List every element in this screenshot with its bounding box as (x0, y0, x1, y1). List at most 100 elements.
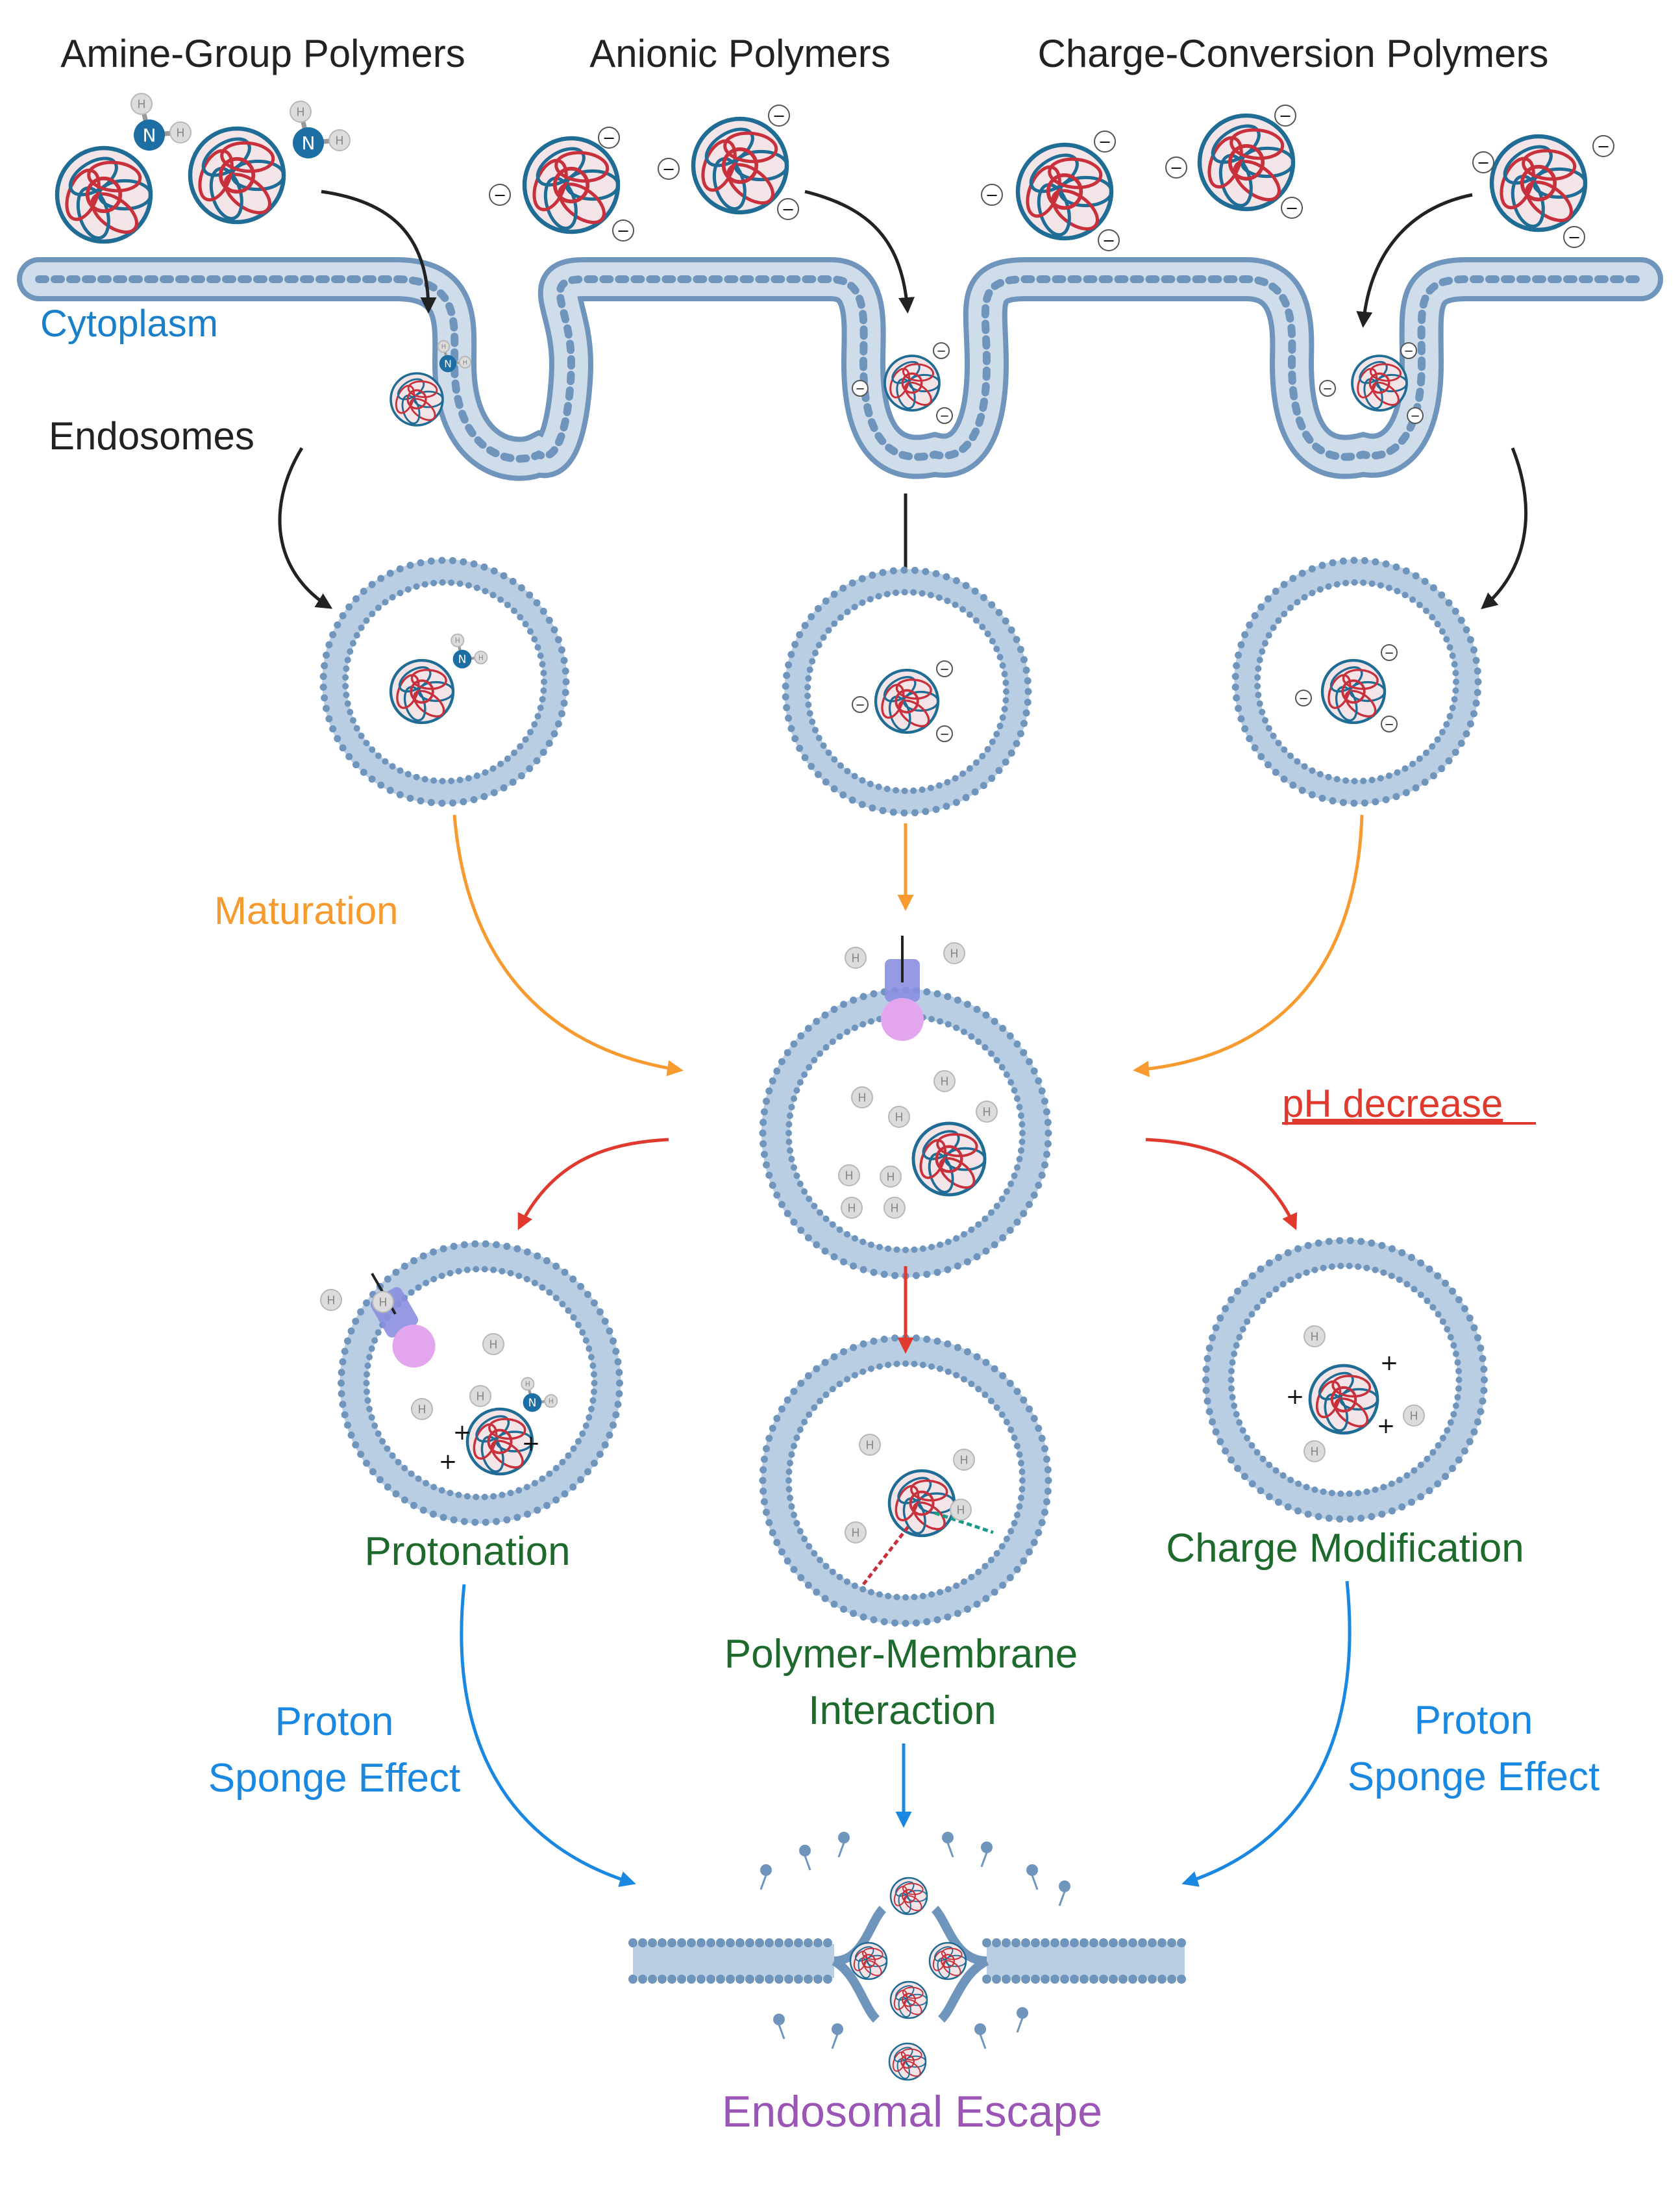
endosomal-escape-label: Endosomal Escape (722, 2087, 1102, 2136)
negative-charge: − (1381, 644, 1398, 661)
polymer-nanoparticle (55, 145, 153, 244)
polymer-nanoparticle (1197, 113, 1296, 212)
negative-charge: − (1319, 380, 1336, 397)
endosomes-label: Endosomes (49, 414, 254, 458)
free-lipid (773, 2014, 785, 2040)
free-lipid (980, 1842, 993, 1867)
negative-charge-glyph: − (1098, 133, 1111, 151)
title-anionic-polymers: Anionic Polymers (589, 32, 891, 75)
hydrogen-atom: H (328, 129, 351, 151)
polymer-chain (862, 1525, 910, 1586)
negative-charge: − (1281, 197, 1303, 219)
hydrogen-atom: H (411, 1398, 433, 1420)
polymer-nanoparticle (522, 136, 621, 234)
negative-charge: − (981, 184, 1003, 206)
polymer-nanoparticle (691, 116, 789, 215)
hydrogen-glyph: H (959, 1454, 968, 1467)
hydrogen-atom: H (888, 1106, 910, 1128)
polymer-nanoparticle (1489, 134, 1588, 232)
negative-charge-glyph: − (1322, 382, 1332, 395)
polymer-nanoparticle (911, 1121, 987, 1197)
hydrogen-atom: H (290, 101, 312, 123)
title-amine-group-polymers: Amine-Group Polymers (60, 32, 465, 75)
protonation-label: Protonation (364, 1529, 570, 1574)
polymer-chain (934, 1511, 994, 1534)
negative-charge-glyph: − (602, 129, 615, 147)
nitrogen-glyph: N (458, 653, 467, 666)
hydrogen-atom: H (451, 633, 465, 647)
proton-sponge-left-line2: Sponge Effect (208, 1756, 460, 1801)
polymer-nanoparticle (389, 372, 444, 427)
arrow-maturation-left (452, 814, 684, 1077)
negative-charge: − (1400, 342, 1417, 359)
hydrogen-glyph: H (137, 98, 145, 111)
hydrogen-glyph: H (441, 343, 446, 351)
hydrogen-glyph: H (1310, 1445, 1318, 1458)
amine-group: HHN (130, 93, 191, 151)
polymer-nanoparticle (1351, 355, 1408, 412)
hydrogen-atom: H (1303, 1440, 1326, 1462)
negative-charge-glyph: − (1285, 199, 1298, 218)
arrow-endosome-right (1481, 447, 1528, 610)
negative-charge-glyph: − (1410, 409, 1420, 423)
nitrogen-glyph: N (528, 1396, 537, 1409)
negative-charge-glyph: − (1298, 692, 1308, 705)
negative-charge: − (1295, 690, 1312, 706)
hydrogen-atom: H (845, 1521, 867, 1543)
hydrogen-atom: H (320, 1289, 342, 1311)
negative-charge-glyph: − (1384, 718, 1394, 731)
hydrogen-atom: H (130, 93, 153, 115)
hydrogen-glyph: H (327, 1294, 335, 1307)
negative-charge: − (1094, 131, 1116, 153)
hydrogen-atom: H (841, 1197, 863, 1219)
hydrogen-atom: H (1403, 1405, 1425, 1427)
negative-charge-glyph: − (1102, 232, 1115, 250)
maturation-label: Maturation (214, 889, 398, 932)
negative-charge: − (612, 219, 634, 242)
hydrogen-atom: H (474, 651, 488, 665)
polymer-nanoparticle (889, 1980, 928, 2019)
negative-charge-glyph: − (493, 186, 506, 205)
hydrogen-glyph: H (890, 1202, 898, 1215)
free-lipid (1058, 1880, 1070, 1906)
positive-charge: + (1380, 1350, 1399, 1376)
arrow-endosome-left (278, 447, 333, 609)
hydrogen-atom: H (883, 1197, 906, 1219)
hydrogen-glyph: H (895, 1111, 903, 1124)
negative-charge-glyph: − (1568, 229, 1581, 247)
hydrogen-glyph: H (845, 1169, 853, 1182)
positive-charge: + (439, 1449, 458, 1475)
nitrogen-glyph: N (302, 132, 315, 154)
polymer-nanoparticle (928, 1942, 967, 1980)
free-lipid (799, 1845, 811, 1871)
hydrogen-atom: H (851, 1086, 873, 1108)
hydrogen-glyph: H (851, 952, 859, 965)
polymer-nanoparticle (188, 126, 286, 225)
hydrogen-atom: H (950, 1499, 972, 1521)
hydrogen-glyph: H (858, 1092, 866, 1105)
hydrogen-atom: H (953, 1449, 975, 1471)
arrow-charge-entry (1356, 193, 1473, 328)
hydrogen-atom: H (933, 1070, 956, 1092)
negative-charge-glyph: − (939, 662, 949, 676)
hydrogen-atom: H (437, 340, 451, 353)
hydrogen-atom: H (482, 1333, 504, 1355)
endosome-anionic: −−− (782, 566, 1032, 817)
polymer-nanoparticle (1015, 142, 1114, 241)
hydrogen-atom: H (169, 121, 191, 144)
negative-charge-glyph: − (1477, 154, 1490, 172)
arrow-red-left (517, 1138, 669, 1230)
positive-charge: + (453, 1419, 472, 1445)
negative-charge: − (933, 342, 950, 359)
hydrogen-glyph: H (851, 1527, 859, 1540)
free-lipid (1026, 1864, 1039, 1890)
endosome-charge-modification: HHH+++ (1202, 1237, 1488, 1523)
hydrogen-glyph: H (982, 1106, 991, 1119)
negative-charge-glyph: − (985, 186, 998, 205)
free-lipid (974, 2023, 987, 2049)
hydrogen-atom: H (1303, 1325, 1326, 1347)
positive-charge: + (1377, 1413, 1396, 1439)
hydrogen-glyph: H (1409, 1410, 1418, 1423)
